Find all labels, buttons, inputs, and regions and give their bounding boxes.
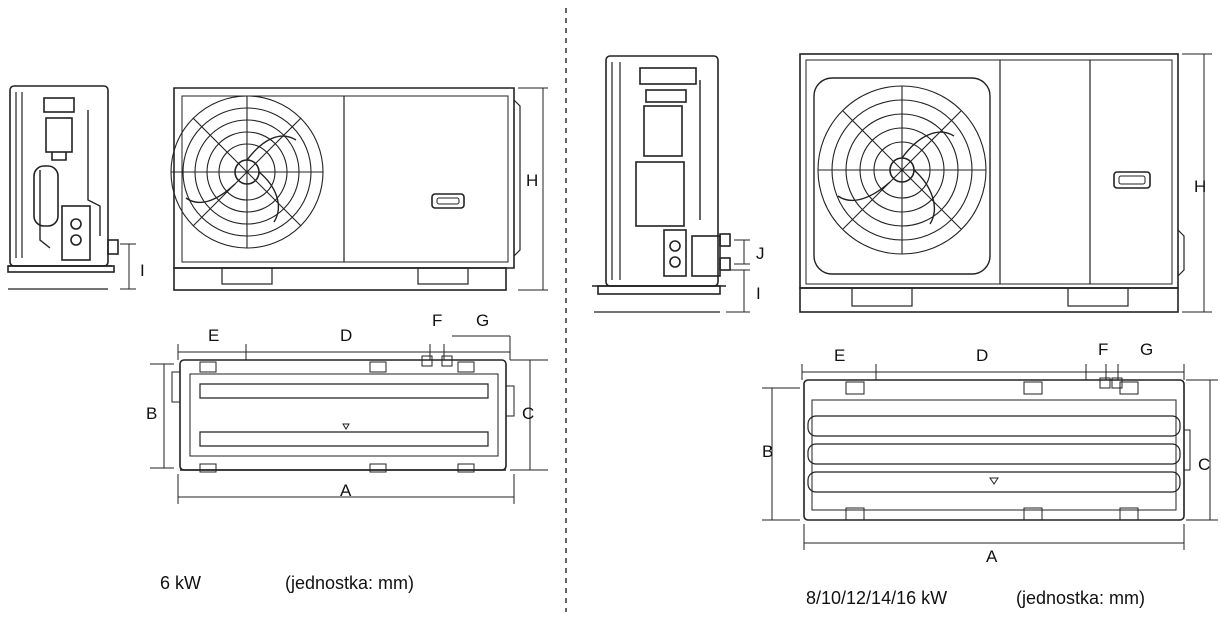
top-dims-6kw [150,335,548,504]
caption-model-6kw: 6 kW [160,573,201,593]
unit-8-16kw [592,53,1218,550]
label-i-6kw: I [140,261,145,280]
caption-unit-6kw: (jednostka: mm) [285,573,414,593]
label-d-8-16kw: D [976,346,988,365]
front-view-6kw [170,87,521,291]
label-e-6kw: E [208,326,219,345]
label-g-8-16kw: G [1140,340,1153,359]
label-b-6kw: B [146,404,157,423]
label-i-8-16kw: I [756,284,761,303]
top-view-8-16kw [803,377,1191,521]
label-f-6kw: F [432,311,442,330]
top-view-6kw [171,355,515,473]
front-view-8-16kw [799,53,1185,313]
caption-unit-8-16kw: (jednostka: mm) [1016,588,1145,608]
label-c-8-16kw: C [1198,455,1210,474]
label-h-6kw: H [526,171,538,190]
label-a-6kw: A [340,481,352,500]
caption-model-8-16kw: 8/10/12/14/16 kW [806,588,947,608]
label-c-6kw: C [522,404,534,423]
unit-6kw [7,85,548,504]
top-dims-8-16kw [762,364,1218,550]
label-b-8-16kw: B [762,442,773,461]
label-g-6kw: G [476,311,489,330]
side-view-8-16kw [592,55,731,313]
label-j-8-16kw: J [756,244,765,263]
label-h-8-16kw: H [1194,177,1206,196]
dim-i-6kw [120,243,136,290]
label-f-8-16kw: F [1098,340,1108,359]
label-a-8-16kw: A [986,547,998,566]
dim-h-6kw [518,87,548,291]
label-e-8-16kw: E [834,346,845,365]
dim-h-8-16kw [1182,53,1212,313]
fan-guard-8-16kw [817,85,987,255]
label-d-6kw: D [340,326,352,345]
dim-ji-8-16kw [726,239,750,313]
fan-guard-6kw [170,95,324,249]
side-view-6kw [7,85,119,290]
